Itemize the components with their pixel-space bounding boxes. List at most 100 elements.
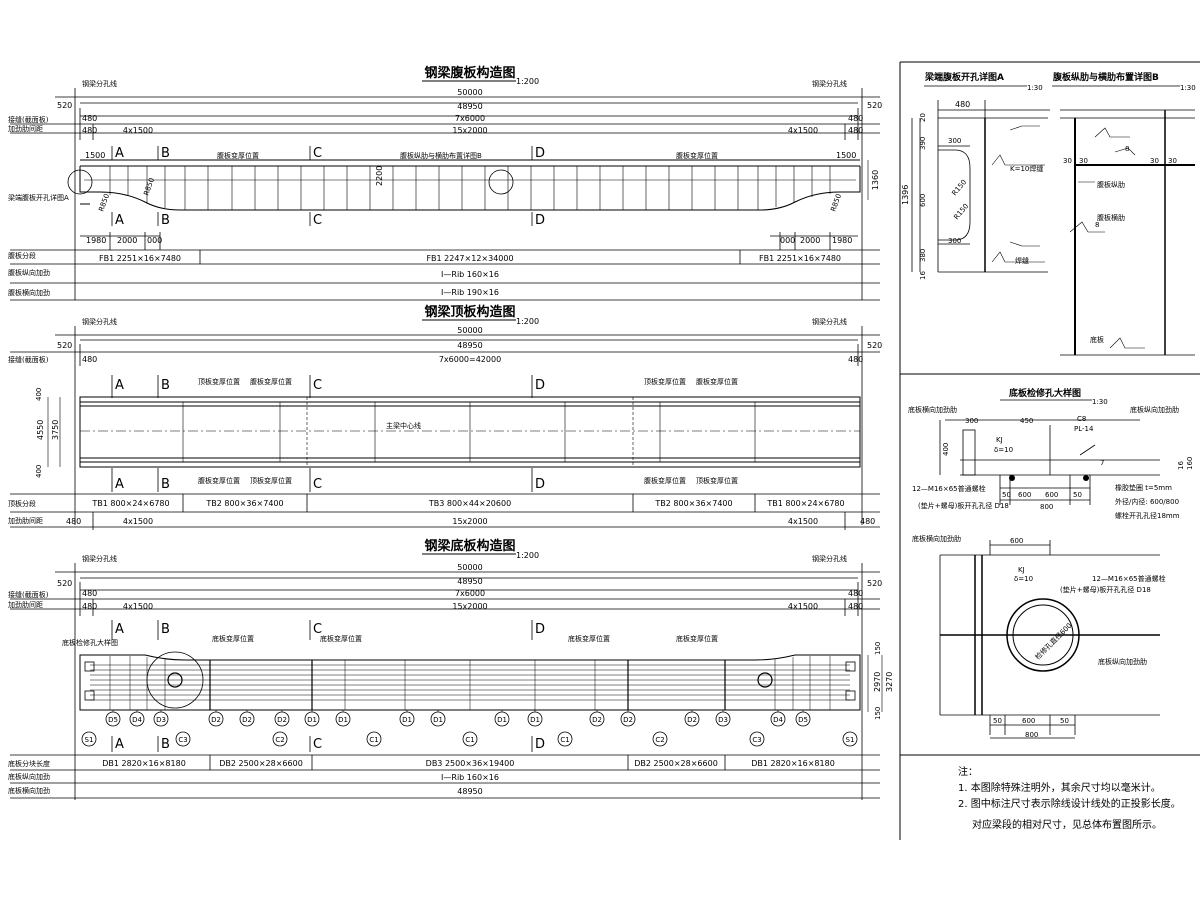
web-r850-c: R850: [829, 193, 843, 213]
top-row-jiajing: 加劲肋间距: [8, 516, 43, 525]
detail-a-weld-2: 焊缝: [1015, 256, 1029, 265]
top-d4x1500-left: 4x1500: [123, 517, 153, 526]
top-sec-c-bot: C: [313, 477, 322, 492]
web-fb1-mid: FB1 2247×12×34000: [426, 254, 513, 263]
web-row-jiekou: 接缝(截面板): [8, 115, 49, 124]
web-d520-left: 520: [57, 101, 72, 110]
top-scale: 1:200: [516, 317, 539, 326]
rib-bubble-label: D2: [687, 716, 697, 724]
rib-bubble-label: D1: [433, 716, 443, 724]
web-sec-a-top: A: [115, 146, 124, 161]
web-label-biantai-2: 腹板变厚位置: [676, 151, 718, 160]
detail-c: 底板检修孔大样图 1:30 底板横向加劲肋 底板纵向加劲肋 300 450 C8…: [908, 387, 1194, 739]
web-d1980-right: 1980: [832, 236, 852, 245]
top-d3750: 3750: [51, 420, 60, 440]
detail-c-d160: 160: [1186, 457, 1194, 470]
bottom-d480b-right: 480: [848, 602, 863, 611]
bottom-d520-right: 520: [867, 579, 882, 588]
web-fb1-right: FB1 2251×16×7480: [759, 254, 841, 263]
detail-b: 腹板纵肋与横肋布置详图B 1:30 30 30 30 30 8 8 腹板纵肋 腹…: [1052, 71, 1196, 356]
web-row-jiajing: 加劲肋间距: [8, 124, 43, 133]
detail-c-d450: 450: [1020, 417, 1033, 425]
top-tb2-left: TB2 800×36×7400: [205, 499, 283, 508]
web-bottom-table-lines: [10, 232, 880, 301]
detail-c-c8: C8: [1077, 415, 1086, 423]
top-d400-bot: 400: [35, 465, 43, 478]
bottom-dim-lines: [10, 563, 880, 800]
bottom-label-dib-3: 底板变厚位置: [568, 634, 610, 643]
detail-c-kj2: KJ: [1018, 566, 1025, 574]
top-label-fubian-1: 腹板变厚位置: [250, 377, 292, 386]
bottom-d4x1500-left: 4x1500: [123, 602, 153, 611]
rib-bubble-label: D2: [242, 716, 252, 724]
bottom-db1-left: DB1 2820×16×8180: [102, 759, 186, 768]
bottom-right-dims: [867, 655, 883, 712]
web-d4x1500-left: 4x1500: [123, 126, 153, 135]
detail-c-rubber-2: 外径/内径: 600/800: [1115, 497, 1179, 506]
detail-c-d50c: 50: [993, 717, 1002, 725]
web-left-split: 钢梁分孔线: [82, 79, 117, 88]
bottom-sec-a-bot: A: [115, 737, 124, 752]
rib-bubble-label: D3: [718, 716, 728, 724]
bottom-manhole-right: [757, 672, 773, 688]
s-bubble: [462, 731, 478, 747]
rib-bubble-label: D5: [798, 716, 808, 724]
detail-a-d20: 20: [919, 113, 927, 122]
web-d2000-left: 2000: [117, 236, 137, 245]
detail-c-bolt4: (垫片+螺母)板开孔孔径 D18: [1060, 585, 1151, 594]
detail-a-lines: [911, 100, 1050, 273]
bottom-row-zongxiang: 底板纵向加劲: [8, 772, 50, 781]
bottom-sec-d-bot: D: [535, 737, 545, 752]
web-section-marks: A B C D A B C D: [115, 146, 545, 228]
rib-bubble-label: D2: [277, 716, 287, 724]
bottom-d480b-left: 480: [82, 602, 97, 611]
detail-a-d600: 600: [919, 194, 927, 207]
top-label-fubian-3: 腹板变厚位置: [696, 377, 738, 386]
detail-b-d30-2: 30: [1079, 157, 1088, 165]
web-sec-a-bot: A: [115, 213, 124, 228]
bottom-d15x2000: 15x2000: [452, 602, 487, 611]
detail-c-rubber-1: 橡胶垫圈 t=5mm: [1115, 483, 1172, 492]
detail-c-label-zong: 底板纵向加劲肋: [1130, 405, 1179, 414]
top-bottom-table-lines: [10, 493, 880, 530]
s-bubble-label: C3: [752, 736, 761, 744]
detail-a-d300-bot: 300: [948, 237, 961, 245]
bottom-db2-right: DB2 2500×28×6600: [634, 759, 718, 768]
bottom-title: 钢梁底板构造图: [424, 538, 515, 554]
web-row-hengxiang: 腹板横向加劲: [8, 288, 50, 297]
bottom-d3270: 3270: [885, 672, 894, 692]
top-row-jiekou: 接缝(截面板): [8, 355, 49, 364]
bottom-zongxiang-val: I—Rib 160×16: [441, 773, 499, 782]
bottom-db1-right: DB1 2820×16×8180: [751, 759, 835, 768]
bottom-bolt-boxes: [84, 661, 856, 701]
web-d7x6000: 7x6000: [455, 114, 485, 123]
top-title: 钢梁顶板构造图: [424, 304, 515, 320]
bottom-d50000: 50000: [457, 563, 482, 572]
top-tb1-right: TB1 800×24×6780: [766, 499, 844, 508]
top-label-dingbian-3: 顶板变厚位置: [644, 377, 686, 386]
bottom-label-dib-2: 底板变厚位置: [320, 634, 362, 643]
bottom-db2-left: DB2 2500×28×6600: [219, 759, 303, 768]
rib-bubble-label: D3: [156, 716, 166, 724]
bottom-scale: 1:200: [516, 551, 539, 560]
web-d480-right: 480: [848, 114, 863, 123]
web-d480-left: 480: [82, 114, 97, 123]
top-left-dims: [47, 397, 61, 467]
s-bubble-label: C1: [465, 736, 474, 744]
bottom-hengxiang-val: 48950: [457, 787, 482, 796]
web-fb1-left: FB1 2251×16×7480: [99, 254, 181, 263]
s-bubble-label: S1: [85, 736, 94, 744]
s-bubble: [842, 731, 858, 747]
top-plate-divisions: [80, 397, 860, 467]
top-tb2-right: TB2 800×36×7400: [654, 499, 732, 508]
bottom-right-split: 钢梁分孔线: [812, 554, 847, 563]
bottom-plate-outline: [79, 654, 861, 711]
detail-a: 梁端腹板开孔详图A 1:30 480 20 390 300 1396 600 R…: [901, 71, 1050, 280]
bottom-d520-left: 520: [57, 579, 72, 588]
top-dim-lines: [10, 326, 880, 525]
rib-bubble-label: D1: [530, 716, 540, 724]
bottom-d2970: 2970: [873, 672, 882, 692]
notes-block: 注： 1. 本图除特殊注明外，其余尺寸均以毫米计。 2. 图中标注尺寸表示除线设…: [958, 765, 1181, 831]
web-d000-right: 000: [780, 236, 795, 245]
